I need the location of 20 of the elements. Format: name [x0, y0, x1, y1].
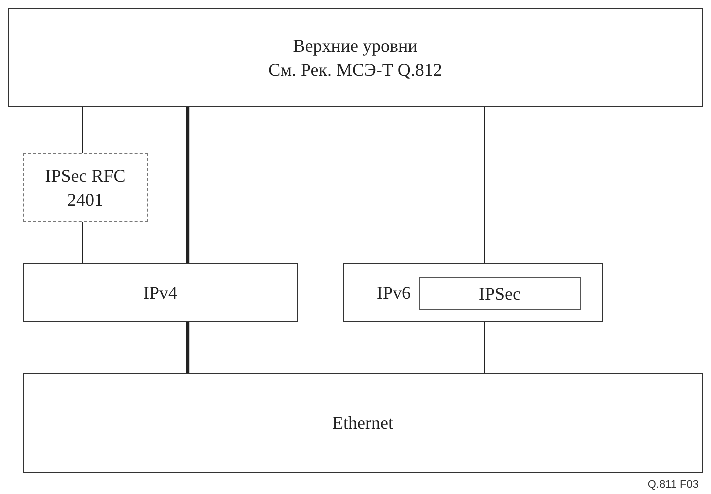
- process-box: [23, 373, 703, 473]
- connector-line: [186, 322, 190, 373]
- process-box: [23, 153, 148, 222]
- box-label: IPv6: [377, 282, 412, 304]
- connector-line: [82, 106, 84, 154]
- connector-line: [186, 107, 190, 263]
- figure-number: Q.811 F03: [648, 478, 699, 493]
- process-box: [419, 277, 581, 310]
- connector-line: [484, 106, 486, 264]
- process-box: [343, 263, 603, 322]
- box-label: IPv4: [143, 282, 178, 304]
- box-label: Верхние уровни: [293, 34, 418, 58]
- box-label: IPSec: [479, 282, 521, 306]
- process-box: [8, 8, 703, 107]
- connector-line: [82, 222, 84, 264]
- connector-line: [484, 322, 486, 374]
- process-box: [23, 263, 298, 322]
- box-label: См. Рек. МСЭ-Т Q.812: [268, 58, 442, 82]
- box-label: Ethernet: [332, 412, 394, 435]
- box-label: IPSec RFC 2401: [44, 164, 127, 212]
